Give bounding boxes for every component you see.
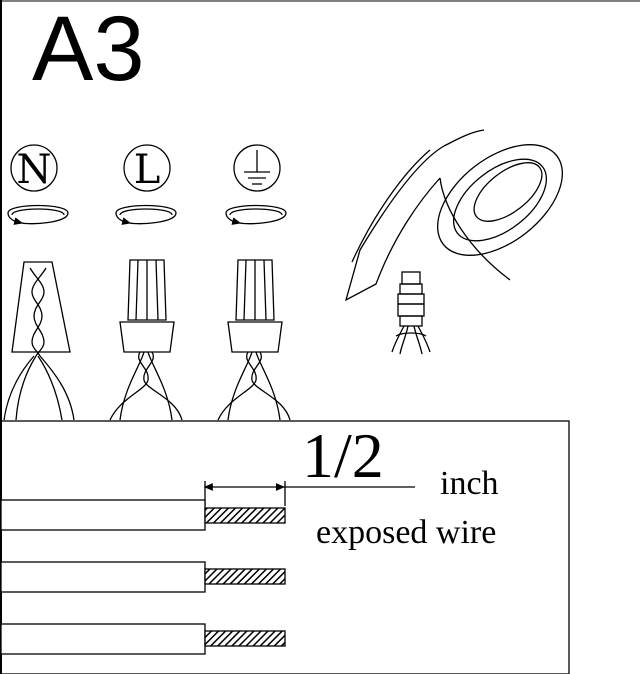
stripped-wire-icon [0, 561, 286, 593]
measurement-unit: inch [440, 465, 499, 502]
terminal-neutral: N [10, 144, 58, 193]
wire-nut-icon [217, 259, 291, 421]
measurement-caption: exposed wire [316, 514, 496, 551]
wire-nut-icon [3, 261, 75, 421]
terminal-line: L [123, 144, 171, 193]
clockwise-twist-icon [115, 204, 177, 225]
clockwise-twist-icon [7, 204, 69, 225]
terminal-line-label: L [134, 147, 161, 193]
ground-icon [233, 144, 281, 192]
step-label: A3 [32, 0, 145, 100]
wire-nut-icon [109, 259, 183, 421]
terminal-neutral-label: N [17, 147, 52, 193]
taped-splice-icon [391, 271, 431, 355]
strip-length-panel [0, 420, 570, 674]
clockwise-twist-icon [225, 204, 287, 225]
electrical-tape-icon [344, 129, 564, 302]
stripped-wire-icon [0, 499, 286, 531]
measurement-value: 1/2 [302, 420, 384, 491]
stripped-wire-icon [0, 623, 286, 655]
